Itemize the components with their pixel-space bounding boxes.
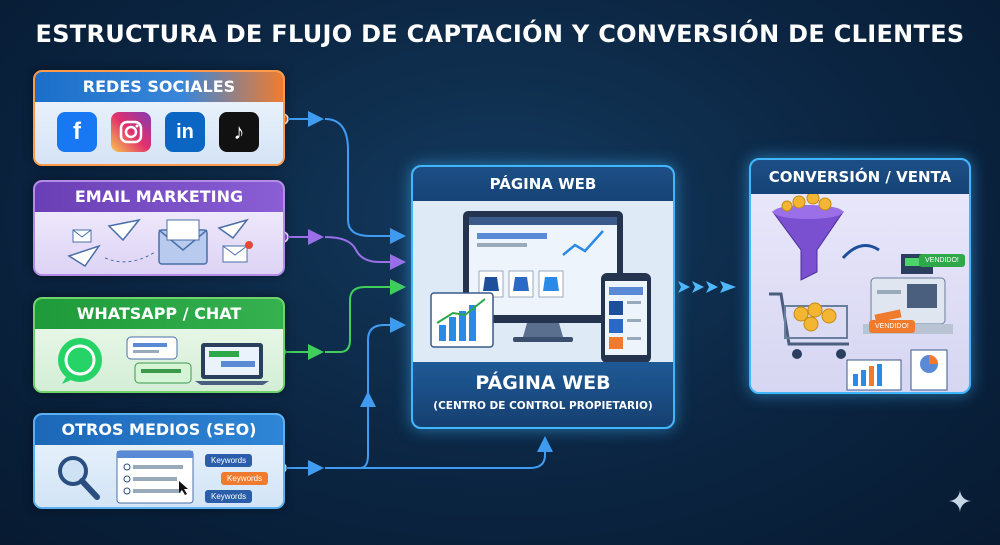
webpage-subtitle: (CENTRO DE CONTROL PROPIETARIO) — [433, 400, 653, 412]
source-email-label: EMAIL MARKETING — [35, 182, 283, 212]
paper-plane-icon — [217, 218, 250, 240]
source-social-label: REDES SOCIALES — [35, 72, 283, 102]
sold-tag: VENDIDO! — [919, 254, 965, 267]
tiktok-icon[interactable]: ♪ — [219, 112, 259, 152]
seo-flow-line-bottom — [360, 436, 553, 469]
keyword-tag: Keywords — [205, 490, 253, 503]
source-email-marketing: EMAIL MARKETING — [33, 180, 285, 276]
source-seo: OTROS MEDIOS (SEO) Keywords Keywords Key… — [33, 413, 285, 509]
sparkle-icon: ✦ — [947, 485, 973, 520]
chat-illustration — [58, 336, 269, 385]
linkedin-icon[interactable]: in — [165, 112, 205, 152]
conversion-card: CONVERSIÓN / VENTA VENDID — [749, 158, 971, 394]
sold-tag: VENDIDO! — [869, 320, 915, 333]
whatsapp-icon — [58, 338, 102, 384]
chart-card-icon — [430, 292, 494, 348]
sales-chart-icon — [846, 359, 902, 391]
magnifier-icon — [58, 456, 100, 500]
seo-flow-line-up — [325, 391, 376, 469]
paper-plane-icon — [67, 244, 101, 268]
page-title: ESTRUCTURA DE FLUJO DE CAPTACIÓN Y CONVE… — [35, 20, 965, 48]
web-to-conversion-arrows — [678, 281, 736, 293]
conversion-illustration — [769, 194, 953, 391]
funnel-icon — [772, 194, 844, 281]
webpage-header: PÁGINA WEB — [413, 167, 673, 201]
envelope-icon — [72, 229, 92, 243]
email-flow-line — [324, 236, 406, 270]
source-whatsapp-chat: WHATSAPP / CHAT — [33, 297, 285, 393]
chat-bubble-icon — [134, 362, 192, 384]
conversion-header: CONVERSIÓN / VENTA — [751, 160, 969, 194]
facebook-icon[interactable]: f — [57, 112, 97, 152]
paper-plane-icon — [107, 218, 141, 242]
source-whatsapp-label: WHATSAPP / CHAT — [35, 299, 283, 329]
laptop-icon — [195, 343, 269, 385]
cart-icon — [769, 292, 849, 359]
webpage-title: PÁGINA WEB — [475, 372, 611, 394]
social-flow-line — [324, 118, 406, 244]
whatsapp-flow-line — [325, 279, 406, 353]
search-results-icon — [116, 450, 194, 504]
smartphone-icon — [601, 273, 651, 363]
chat-bubble-icon — [126, 336, 178, 360]
keyword-tag: Keywords — [205, 454, 253, 467]
instagram-icon[interactable] — [111, 112, 151, 152]
webpage-illustration — [430, 211, 651, 363]
pie-chart-icon — [910, 349, 948, 391]
envelope-icon — [158, 219, 208, 265]
envelope-icon — [222, 241, 253, 263]
webpage-card: PÁGINA WEB PÁGINA WEB (CENTRO DE CONTR — [411, 165, 675, 429]
source-social-media: REDES SOCIALES f in ♪ — [33, 70, 285, 166]
seo-flow-line-web — [367, 317, 406, 410]
keyword-tag: Keywords — [221, 472, 269, 485]
source-seo-label: OTROS MEDIOS (SEO) — [35, 415, 283, 445]
seo-illustration — [58, 450, 194, 504]
email-illustration — [67, 218, 253, 268]
